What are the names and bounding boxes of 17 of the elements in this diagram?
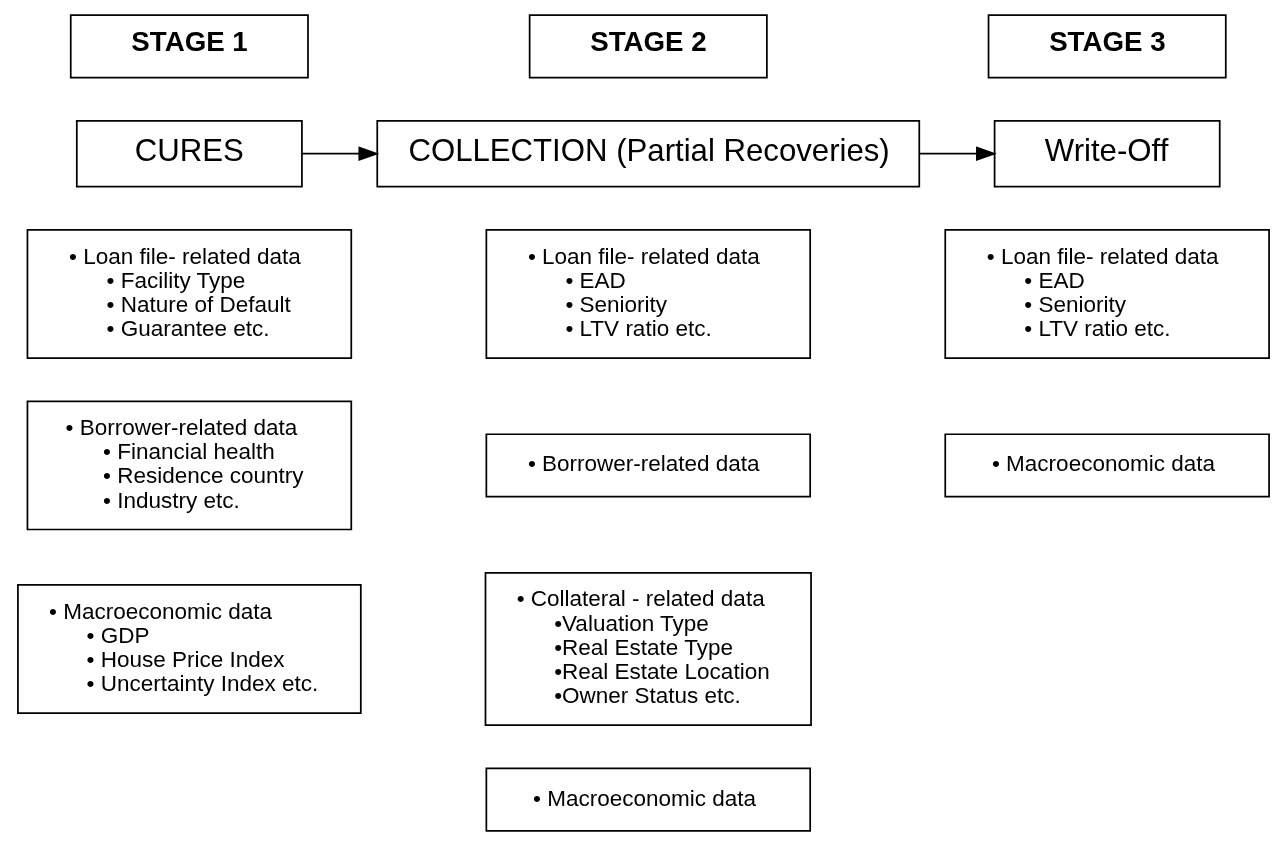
node-box: STAGE 2	[528, 14, 768, 79]
node-box: STAGE 1	[69, 14, 309, 79]
node-box: • Loan file- related data • Facility Type • Nature of Default • Guarantee etc.	[26, 229, 352, 359]
node-box: • Loan file- related data • EAD • Seniority • LTV ratio etc.	[943, 229, 1270, 359]
arrow	[918, 146, 997, 161]
node-box: • Loan file- related data • EAD • Seniority • LTV ratio etc.	[485, 229, 811, 359]
arrow	[300, 146, 379, 161]
node-box: • Collateral - related data •Valuation Type •Real Estate Type •Real Estate Location •Owner Status etc.	[484, 571, 812, 727]
node-box: • Borrower-related data • Financial health • Residence country • Industry etc.	[26, 400, 352, 531]
node-box: CURES	[75, 119, 303, 188]
node-box: • Macroeconomic data	[485, 767, 811, 832]
node-box: • Borrower-related data	[485, 433, 811, 498]
node-box: COLLECTION (Partial Recoveries)	[375, 119, 920, 188]
node-box: STAGE 3	[987, 14, 1227, 79]
node-box: • Macroeconomic data • GDP • House Price Index • Uncertainty Index etc.	[16, 584, 362, 714]
node-box: Write-Off	[993, 119, 1221, 188]
node-box: • Macroeconomic data	[943, 433, 1270, 498]
